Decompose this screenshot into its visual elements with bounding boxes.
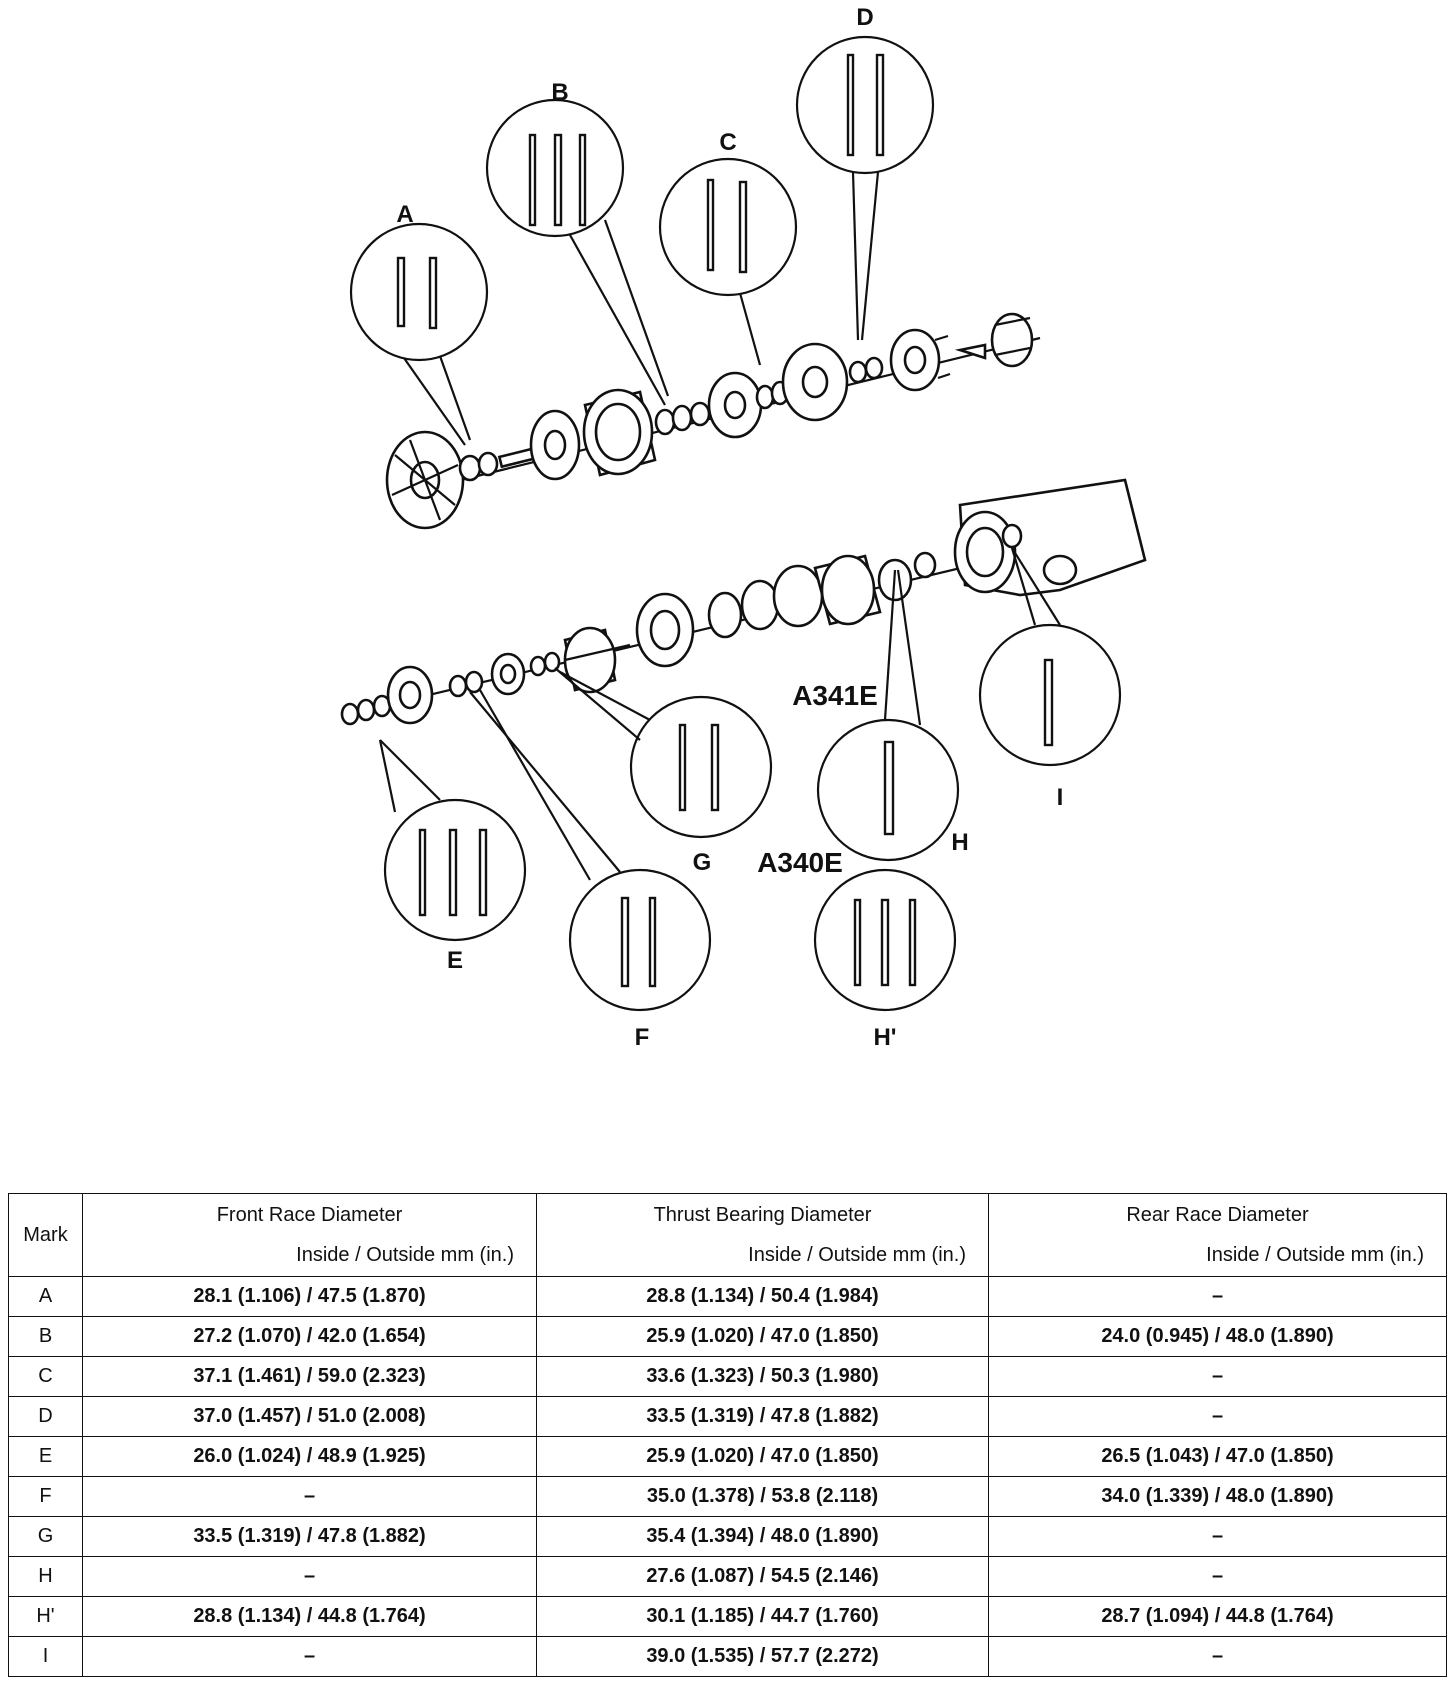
- cell-front-race: 37.0 (1.457) / 51.0 (2.008): [82, 1396, 537, 1437]
- cell-mark: C: [8, 1356, 83, 1397]
- cell-thrust-bearing: 25.9 (1.020) / 47.0 (1.850): [536, 1436, 989, 1477]
- upper-assembly: [385, 312, 1041, 530]
- header-front-sub: Inside / Outside mm (in.): [296, 1244, 514, 1266]
- header-rear-sub: Inside / Outside mm (in.): [1206, 1244, 1424, 1266]
- cell-front-race: 28.8 (1.134) / 44.8 (1.764): [82, 1596, 537, 1637]
- callout-I: I: [978, 547, 1122, 811]
- cell-thrust-bearing: 28.8 (1.134) / 50.4 (1.984): [536, 1276, 989, 1317]
- cell-thrust-bearing: 35.4 (1.394) / 48.0 (1.890): [536, 1516, 989, 1557]
- callout-G: G: [554, 667, 773, 876]
- cell-mark: H: [8, 1556, 83, 1597]
- header-thrust-bearing: Thrust Bearing Diameter Inside / Outside…: [536, 1193, 989, 1277]
- cell-mark: E: [8, 1436, 83, 1477]
- callout-H-prime: H': [813, 868, 957, 1051]
- cell-mark: A: [8, 1276, 83, 1317]
- table-row: D 37.0 (1.457) / 51.0 (2.008) 33.5 (1.31…: [8, 1396, 1447, 1437]
- cell-thrust-bearing: 25.9 (1.020) / 47.0 (1.850): [536, 1316, 989, 1357]
- cell-front-race: –: [82, 1476, 537, 1517]
- cell-rear-race: –: [988, 1396, 1447, 1437]
- table-row: F – 35.0 (1.378) / 53.8 (2.118) 34.0 (1.…: [8, 1476, 1447, 1517]
- cell-thrust-bearing: 33.5 (1.319) / 47.8 (1.882): [536, 1396, 989, 1437]
- callout-F: F: [469, 689, 712, 1051]
- callout-label-I: I: [1057, 784, 1064, 811]
- cell-mark: H': [8, 1596, 83, 1637]
- callout-label-D: D: [856, 4, 873, 31]
- cell-front-race: 37.1 (1.461) / 59.0 (2.323): [82, 1356, 537, 1397]
- callout-A: A: [349, 201, 489, 446]
- cell-thrust-bearing: 30.1 (1.185) / 44.7 (1.760): [536, 1596, 989, 1637]
- cell-rear-race: –: [988, 1356, 1447, 1397]
- cell-thrust-bearing: 39.0 (1.535) / 57.7 (2.272): [536, 1636, 989, 1677]
- callout-label-H: H: [951, 829, 968, 856]
- header-thrust-sub: Inside / Outside mm (in.): [748, 1244, 966, 1266]
- callout-C: C: [658, 129, 798, 366]
- cell-thrust-bearing: 33.6 (1.323) / 50.3 (1.980): [536, 1356, 989, 1397]
- header-front-title: Front Race Diameter: [216, 1204, 403, 1226]
- table-row: G 33.5 (1.319) / 47.8 (1.882) 35.4 (1.39…: [8, 1516, 1447, 1557]
- cell-rear-race: 34.0 (1.339) / 48.0 (1.890): [988, 1476, 1447, 1517]
- cell-mark: B: [8, 1316, 83, 1357]
- cell-rear-race: –: [988, 1516, 1447, 1557]
- table-row: H – 27.6 (1.087) / 54.5 (2.146) –: [8, 1556, 1447, 1597]
- callout-E: E: [378, 739, 527, 974]
- cell-rear-race: –: [988, 1636, 1447, 1677]
- callout-H: H: [816, 569, 969, 862]
- callout-D: D: [795, 4, 935, 341]
- cell-mark: G: [8, 1516, 83, 1557]
- cell-mark: D: [8, 1396, 83, 1437]
- cell-front-race: 26.0 (1.024) / 48.9 (1.925): [82, 1436, 537, 1477]
- cell-mark: F: [8, 1476, 83, 1517]
- header-rear-race: Rear Race Diameter Inside / Outside mm (…: [988, 1193, 1447, 1277]
- cell-front-race: –: [82, 1556, 537, 1597]
- header-mark: Mark: [8, 1193, 83, 1277]
- cell-front-race: –: [82, 1636, 537, 1677]
- cell-thrust-bearing: 35.0 (1.378) / 53.8 (2.118): [536, 1476, 989, 1517]
- table-row: I – 39.0 (1.535) / 57.7 (2.272) –: [8, 1636, 1447, 1677]
- cell-rear-race: 24.0 (0.945) / 48.0 (1.890): [988, 1316, 1447, 1357]
- cell-front-race: 27.2 (1.070) / 42.0 (1.654): [82, 1316, 537, 1357]
- lower-assembly: [340, 478, 1147, 726]
- model-label-a341e: A341E: [792, 680, 878, 711]
- cell-front-race: 28.1 (1.106) / 47.5 (1.870): [82, 1276, 537, 1317]
- callout-label-F: F: [635, 1024, 650, 1051]
- cell-rear-race: 28.7 (1.094) / 44.8 (1.764): [988, 1596, 1447, 1637]
- table-row: C 37.1 (1.461) / 59.0 (2.323) 33.6 (1.32…: [8, 1356, 1447, 1397]
- cell-rear-race: –: [988, 1276, 1447, 1317]
- cell-mark: I: [8, 1636, 83, 1677]
- callout-label-E: E: [447, 947, 463, 974]
- callout-B: B: [485, 79, 670, 406]
- cell-front-race: 33.5 (1.319) / 47.8 (1.882): [82, 1516, 537, 1557]
- callout-label-C: C: [719, 129, 736, 156]
- model-label-a340e: A340E: [757, 847, 843, 878]
- table-row: A 28.1 (1.106) / 47.5 (1.870) 28.8 (1.13…: [8, 1276, 1447, 1317]
- exploded-bearing-diagram: A B C D E: [340, 4, 1147, 1051]
- table-row: H' 28.8 (1.134) / 44.8 (1.764) 30.1 (1.1…: [8, 1596, 1447, 1637]
- header-front-race: Front Race Diameter Inside / Outside mm …: [82, 1193, 537, 1277]
- cell-rear-race: 26.5 (1.043) / 47.0 (1.850): [988, 1436, 1447, 1477]
- header-rear-title: Rear Race Diameter: [1126, 1204, 1309, 1226]
- callout-label-B: B: [551, 79, 568, 106]
- table-row: E 26.0 (1.024) / 48.9 (1.925) 25.9 (1.02…: [8, 1436, 1447, 1477]
- header-thrust-title: Thrust Bearing Diameter: [653, 1204, 872, 1226]
- cell-rear-race: –: [988, 1556, 1447, 1597]
- cell-thrust-bearing: 27.6 (1.087) / 54.5 (2.146): [536, 1556, 989, 1597]
- callout-label-G: G: [693, 849, 712, 876]
- table-header-row: Mark Front Race Diameter Inside / Outsid…: [8, 1193, 1447, 1277]
- bearing-spec-table: Mark Front Race Diameter Inside / Outsid…: [8, 1193, 1447, 1677]
- callout-label-A: A: [396, 201, 413, 228]
- callout-label-H-prime: H': [873, 1024, 896, 1051]
- table-row: B 27.2 (1.070) / 42.0 (1.654) 25.9 (1.02…: [8, 1316, 1447, 1357]
